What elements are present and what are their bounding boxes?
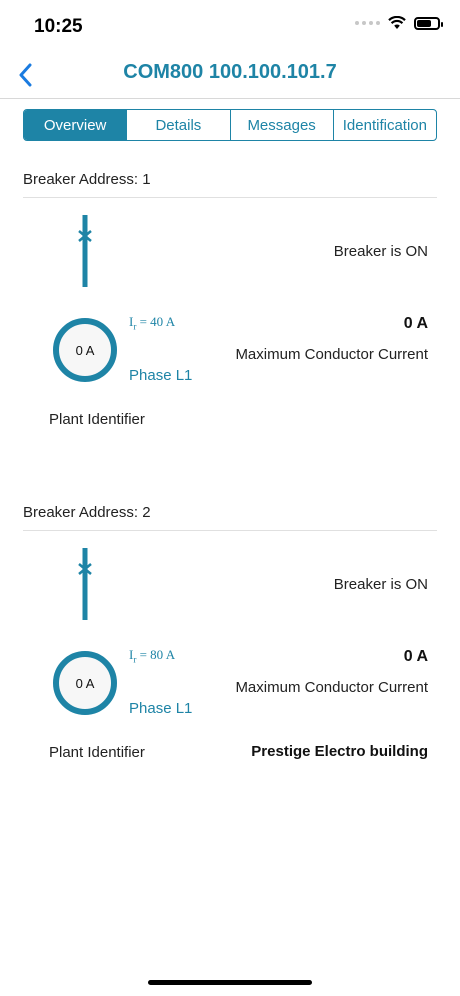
nav-bar: COM800 100.100.101.7 [0,52,460,99]
wifi-icon [388,16,406,30]
tab-details[interactable]: Details [126,110,229,140]
phase-label: Phase L1 [129,367,193,384]
plant-identifier-label: Plant Identifier [49,744,145,761]
divider [23,197,437,198]
current-gauge: 0 A [53,318,117,382]
current-value: 0 A [403,315,428,332]
breaker-address-header: Breaker Address: 2 [23,504,151,521]
tab-overview[interactable]: Overview [24,110,127,140]
breaker-state: Breaker is ON [333,576,428,593]
divider [23,530,437,531]
chevron-left-icon [19,63,32,87]
rated-current-label: Ir = 80 A [129,647,176,665]
gauge-value: 0 A [75,342,95,358]
tab-messages[interactable]: Messages [229,110,333,140]
back-button[interactable] [10,58,40,92]
current-gauge: 0 A [53,651,117,715]
tab-bar: Overview Details Messages Identification [23,109,437,141]
tab-identification[interactable]: Identification [332,110,436,140]
status-time: 10:25 [34,16,83,37]
home-indicator[interactable] [148,980,312,985]
phase-label: Phase L1 [129,700,193,717]
breaker-state: Breaker is ON [333,243,428,260]
plant-identifier-label: Plant Identifier [49,411,145,428]
max-current-label: Maximum Conductor Current [235,679,428,696]
gauge-value: 0 A [75,675,95,691]
plant-identifier-value: Prestige Electro building [251,743,428,760]
status-bar: 10:25 [0,0,460,52]
breaker-symbol-icon [78,548,92,620]
cellular-signal-icon [355,21,380,25]
breaker-symbol-icon [78,215,92,287]
current-value: 0 A [403,648,428,665]
rated-current-label: Ir = 40 A [129,314,176,332]
status-icons [355,16,443,30]
page-title: COM800 100.100.101.7 [123,61,337,83]
max-current-label: Maximum Conductor Current [235,346,428,363]
battery-icon [414,16,443,30]
breaker-address-header: Breaker Address: 1 [23,171,151,188]
